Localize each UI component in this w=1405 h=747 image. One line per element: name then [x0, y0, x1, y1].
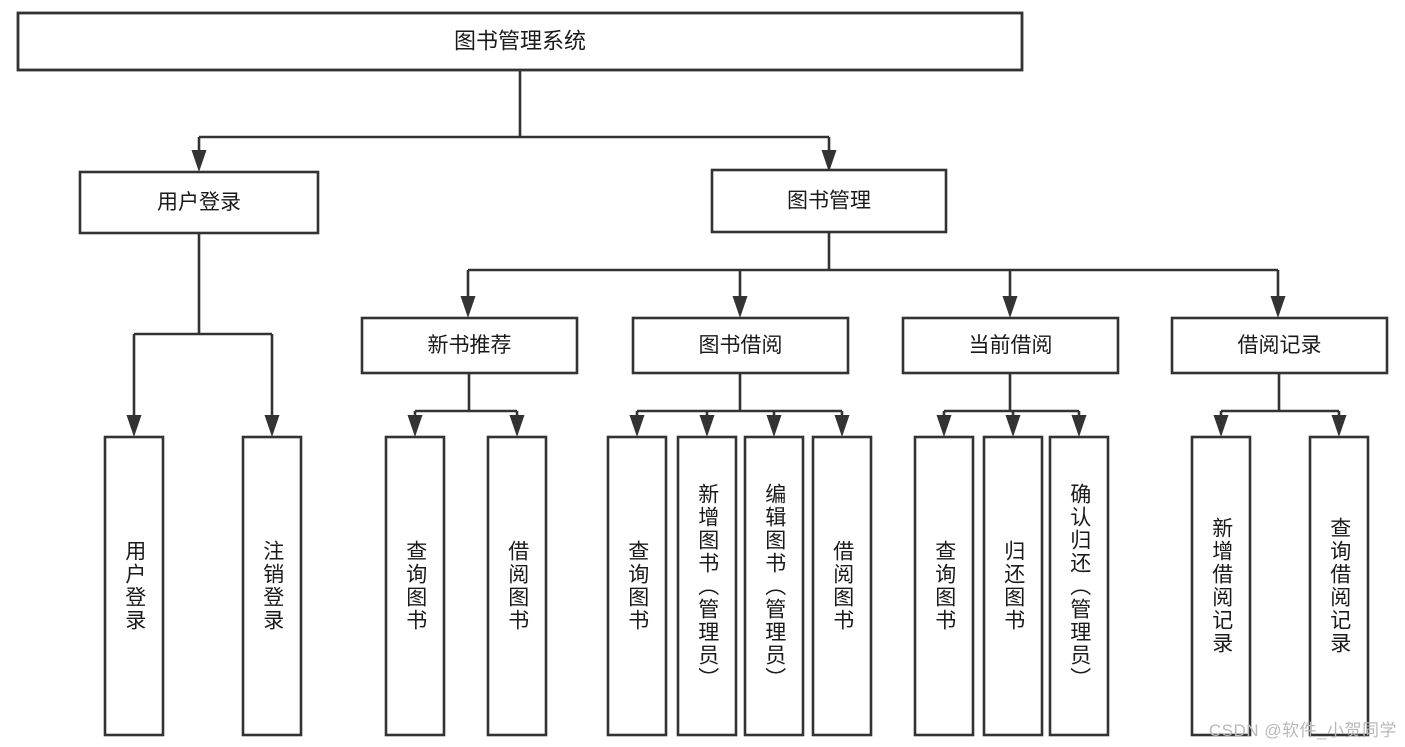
arrow-head-icon: [1213, 415, 1229, 437]
node-user-login[interactable]: 用户登录: [78, 170, 320, 235]
node-box[interactable]: [360, 316, 579, 375]
node-leaf-query-record[interactable]: [1308, 435, 1370, 737]
connector-group: [126, 233, 280, 437]
node-box[interactable]: [78, 170, 320, 235]
node-box[interactable]: [743, 435, 805, 737]
node-borrow-record[interactable]: 借阅记录: [1170, 316, 1389, 375]
arrow-head-icon: [460, 296, 476, 318]
connector-group: [1213, 373, 1347, 437]
arrow-head-icon: [1270, 296, 1286, 318]
arrow-head-icon: [732, 296, 748, 318]
arrow-head-icon: [1331, 415, 1347, 437]
node-box[interactable]: [1048, 435, 1110, 737]
connector-group: [407, 373, 525, 437]
node-leaf-user-login[interactable]: [103, 435, 165, 737]
arrow-head-icon: [264, 415, 280, 437]
node-box[interactable]: [486, 435, 548, 737]
node-leaf-query-book-borrow[interactable]: [606, 435, 668, 737]
node-box[interactable]: [1170, 316, 1389, 375]
node-box[interactable]: [1308, 435, 1370, 737]
node-leaf-confirm-return[interactable]: [1048, 435, 1110, 737]
arrow-head-icon: [766, 415, 782, 437]
node-box[interactable]: [16, 11, 1024, 72]
node-box[interactable]: [982, 435, 1044, 737]
node-box[interactable]: [811, 435, 873, 737]
node-box[interactable]: [676, 435, 738, 737]
node-leaf-edit-book[interactable]: [743, 435, 805, 737]
node-box[interactable]: [913, 435, 975, 737]
node-box[interactable]: [1190, 435, 1252, 737]
arrow-head-icon: [509, 415, 525, 437]
arrow-head-icon: [1071, 415, 1087, 437]
arrow-head-icon: [699, 415, 715, 437]
arrow-head-icon: [191, 150, 207, 172]
arrow-head-icon: [834, 415, 850, 437]
node-leaf-return-book[interactable]: [982, 435, 1044, 737]
arrow-head-icon: [629, 415, 645, 437]
node-leaf-query-book-rec[interactable]: [384, 435, 446, 737]
node-label: 新书推荐: [428, 334, 512, 357]
node-label: 图书管理系统: [454, 28, 586, 53]
connector-group: [936, 373, 1087, 437]
arrow-head-icon: [126, 415, 142, 437]
node-box[interactable]: [710, 168, 948, 234]
node-box[interactable]: [384, 435, 446, 737]
node-label: 图书管理: [787, 190, 871, 213]
arrow-head-icon: [821, 150, 837, 172]
node-label: 用户登录: [157, 191, 241, 214]
node-leaf-add-book[interactable]: [676, 435, 738, 737]
connector-group: [191, 70, 837, 172]
node-leaf-user-logout[interactable]: [241, 435, 303, 737]
node-leaf-borrow-book[interactable]: [811, 435, 873, 737]
node-label: 当前借阅: [969, 334, 1053, 357]
node-box[interactable]: [631, 316, 850, 375]
node-book-manage[interactable]: 图书管理: [710, 168, 948, 234]
node-leaf-query-book-current[interactable]: [913, 435, 975, 737]
connector-group: [460, 232, 1286, 318]
connector-group: [629, 373, 850, 437]
arrow-head-icon: [936, 415, 952, 437]
node-root[interactable]: 图书管理系统: [16, 11, 1024, 72]
arrow-head-icon: [1005, 415, 1021, 437]
node-label: 图书借阅: [699, 334, 783, 357]
node-leaf-borrow-book-rec[interactable]: [486, 435, 548, 737]
node-label: 借阅记录: [1238, 334, 1322, 357]
node-box[interactable]: [241, 435, 303, 737]
node-new-book-rec[interactable]: 新书推荐: [360, 316, 579, 375]
node-current-borrow[interactable]: 当前借阅: [901, 316, 1120, 375]
node-box[interactable]: [103, 435, 165, 737]
node-book-borrow[interactable]: 图书借阅: [631, 316, 850, 375]
node-box[interactable]: [606, 435, 668, 737]
node-box[interactable]: [901, 316, 1120, 375]
node-leaf-add-record[interactable]: [1190, 435, 1252, 737]
watermark-text: CSDN @软件_小贺同学: [1208, 721, 1397, 740]
arrow-head-icon: [1002, 296, 1018, 318]
arrow-head-icon: [407, 415, 423, 437]
